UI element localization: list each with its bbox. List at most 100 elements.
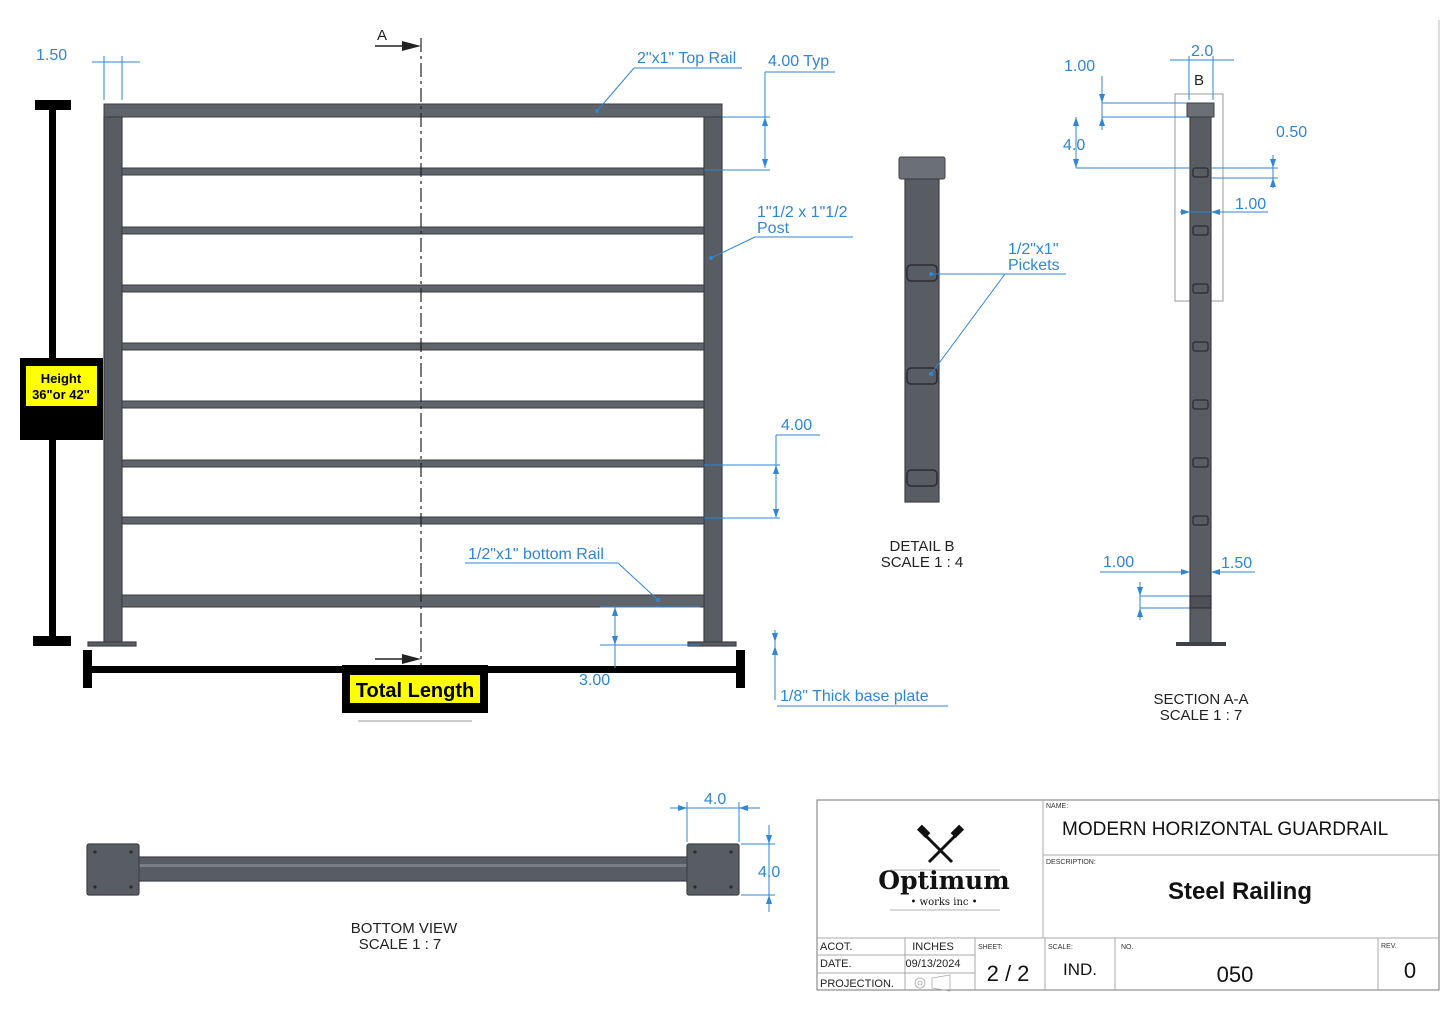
- section-slot-1: [1192, 167, 1209, 178]
- height-value: 36"or 42": [32, 387, 90, 402]
- picket-6: [121, 459, 705, 468]
- dim-section-bottom-left: 1.00: [1103, 554, 1134, 571]
- total-length-callout-fill: [350, 675, 480, 703]
- section-slot-5: [1192, 399, 1209, 410]
- dim-top-spacing: 4.00 Typ: [768, 53, 829, 70]
- bottom-view-rail: [136, 856, 690, 882]
- detail-picket-slot-1: [906, 264, 938, 282]
- name-label: NAME:: [1046, 803, 1068, 810]
- title-block: Optimum • works inc • NAME: MODERN HORIZ…: [816, 799, 1440, 992]
- total-length-label: Total Length: [356, 680, 475, 702]
- height-callout-fill: [26, 366, 97, 406]
- number-value: 050: [1217, 962, 1254, 987]
- description-label: DESCRIPTION:: [1046, 859, 1096, 866]
- horizontal-pickets: [121, 167, 705, 525]
- logo-subtitle: • works inc •: [910, 897, 977, 908]
- dim-post-offset: 1.50: [36, 47, 67, 64]
- top-rail: [103, 103, 723, 118]
- rev-value: 0: [1404, 958, 1416, 983]
- detail-b-title: DETAIL B: [889, 538, 954, 555]
- bottom-view-left-plate: [86, 843, 140, 896]
- dim-bottom-gap: 3.00: [579, 672, 610, 689]
- height-bar-bottom-cap: [33, 636, 71, 646]
- dim-section-bottom-right: 1.50: [1221, 555, 1252, 572]
- detail-b-scale: SCALE 1 : 4: [881, 554, 964, 571]
- section-bottom-rail-tab: [1189, 595, 1212, 609]
- section-a-a-title: SECTION A-A: [1153, 691, 1248, 708]
- detail-post-cap: [898, 156, 946, 180]
- left-base-plate: [87, 641, 137, 647]
- height-bar-lower: [49, 426, 56, 640]
- height-bar-upper: [49, 104, 56, 360]
- bottom-view-rail-highlight: [137, 864, 689, 867]
- picket-5: [121, 400, 705, 409]
- picket-3: [121, 284, 705, 293]
- section-a-a-scale: SCALE 1 : 7: [1160, 707, 1243, 724]
- sheet-label: SHEET:: [978, 944, 1003, 951]
- date-label: DATE.: [820, 958, 852, 970]
- detail-b-callout: B: [1194, 72, 1204, 89]
- dim-section-picket-depth: 0.50: [1276, 124, 1307, 141]
- drawing-description: Steel Railing: [1168, 878, 1312, 905]
- logo-name: Optimum: [878, 866, 1009, 895]
- detail-post-body: [904, 178, 940, 503]
- left-post: [103, 116, 123, 646]
- dim-post-label: Post: [757, 220, 790, 237]
- section-a-a: 2.0 B 1.00 4.0 0.50 1.00 1.00: [1063, 43, 1307, 724]
- dim-section-picket-width: 1.00: [1235, 196, 1266, 213]
- bottom-view: 4.0 4.0 BOTTOM VIEW SCALE 1 : 7: [86, 791, 780, 953]
- length-bar-right-cap: [736, 650, 745, 688]
- bottom-view-title: BOTTOM VIEW: [351, 920, 458, 937]
- section-base-plate: [1176, 642, 1226, 646]
- projection-label: PROJECTION.: [820, 978, 894, 990]
- scale-value: IND.: [1063, 960, 1097, 979]
- dim-base-plate: 1/8" Thick base plate: [780, 688, 929, 705]
- dim-pickets-size: 1/2"x1": [1008, 241, 1059, 258]
- section-post-cap: [1186, 102, 1215, 118]
- detail-b: 1/2"x1" Pickets DETAIL B SCALE 1 : 4: [881, 156, 1066, 571]
- height-label: Height: [41, 371, 82, 386]
- plate-bolt-holes: [93, 850, 733, 889]
- section-slot-4: [1192, 341, 1209, 352]
- dim-plate-width: 4.0: [704, 791, 726, 808]
- section-slot-2: [1192, 225, 1209, 236]
- number-label: NO.: [1121, 944, 1134, 951]
- length-bar-left-cap: [83, 650, 92, 688]
- projection-symbol-icon: [914, 974, 951, 992]
- bottom-rail: [121, 594, 705, 608]
- section-post-body: [1189, 116, 1212, 644]
- sheet-value: 2 / 2: [987, 961, 1030, 986]
- dim-post-size: 1"1/2 x 1"1/2: [757, 204, 848, 221]
- rev-label: REV.: [1381, 943, 1397, 950]
- acot-label: ACOT.: [820, 941, 852, 953]
- date-value: 09/13/2024: [905, 958, 960, 970]
- detail-picket-slot-2: [906, 367, 938, 385]
- dim-pickets-label: Pickets: [1008, 257, 1060, 274]
- section-picket-slots: [1192, 167, 1209, 526]
- right-base-plate: [687, 641, 737, 647]
- dim-section-cap: 4.0: [1063, 137, 1085, 154]
- units-value: INCHES: [912, 941, 954, 953]
- front-elevation: A Height 36"or 42" Total Length 1.50 2"x…: [20, 27, 948, 722]
- picket-4: [121, 342, 705, 351]
- dim-section-top-offset: 1.00: [1064, 58, 1095, 75]
- bottom-view-right-plate: [686, 843, 740, 896]
- picket-7: [121, 516, 705, 525]
- picket-2: [121, 226, 705, 235]
- section-slot-6: [1192, 457, 1209, 468]
- section-cut-label: A: [377, 27, 387, 44]
- picket-1: [121, 167, 705, 176]
- right-post: [703, 116, 723, 646]
- hammer-icon: [916, 824, 965, 864]
- section-arrow-top-head: [402, 41, 421, 51]
- dim-picket-spacing: 4.00: [781, 417, 812, 434]
- bottom-view-scale: SCALE 1 : 7: [359, 936, 442, 953]
- dim-top-rail: 2"x1" Top Rail: [637, 50, 736, 67]
- detail-picket-slot-3: [906, 469, 938, 487]
- section-slot-7: [1192, 515, 1209, 526]
- dim-bottom-rail: 1/2"x1" bottom Rail: [468, 546, 604, 563]
- section-slot-3: [1192, 283, 1209, 294]
- drawing-name: MODERN HORIZONTAL GUARDRAIL: [1062, 819, 1388, 840]
- dim-section-width: 2.0: [1191, 43, 1213, 60]
